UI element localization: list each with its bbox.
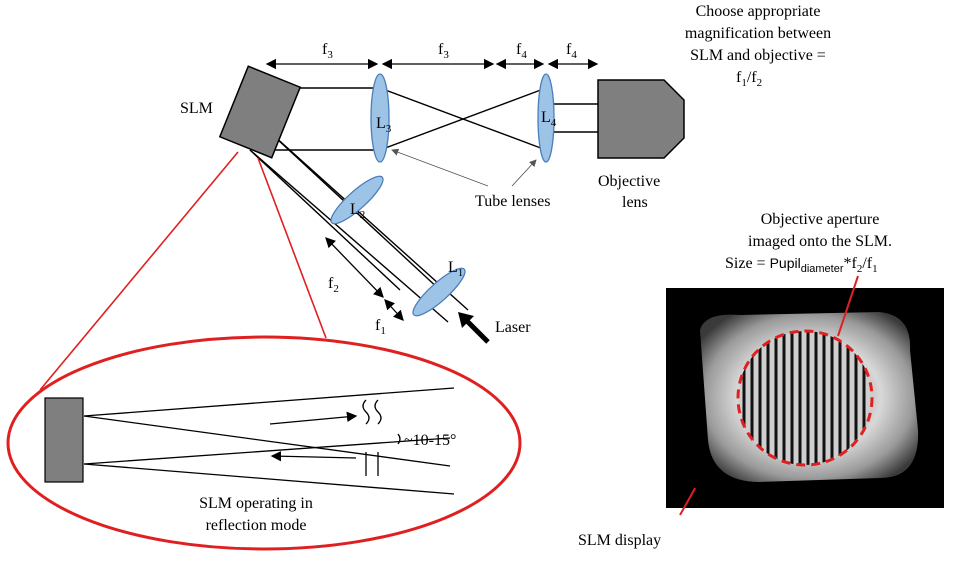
slm-device — [218, 65, 302, 159]
aperture-dashed-circle — [736, 329, 874, 467]
lens-label-l2: L2 — [350, 201, 365, 221]
slm-label: SLM — [180, 100, 213, 117]
inset-wavefront-curved-2 — [374, 399, 382, 425]
inset-wavefront-curved-1 — [362, 399, 370, 425]
laser-label: Laser — [495, 319, 531, 336]
inset-angle-label: ~10-15° — [404, 432, 456, 449]
lens-l3 — [370, 73, 390, 163]
magnification-line4: f1/f2 — [736, 69, 762, 89]
tube-lens-pointer-l3 — [391, 148, 489, 187]
dim-label-f1: f1 — [375, 317, 386, 337]
inset-angle-arc — [397, 433, 401, 445]
beam-cross-a — [249, 149, 401, 291]
magnification-line3: SLM and objective = — [690, 47, 826, 64]
aperture-line1: Objective aperture — [761, 211, 880, 228]
beam-paths — [249, 87, 598, 323]
objective-label-line1: Objective — [598, 173, 660, 190]
magnification-note: Choose appropriate magnification between… — [685, 3, 831, 89]
objective-lens-body — [597, 79, 685, 159]
inset-arrow-outgoing — [270, 451, 357, 462]
zoom-line-left — [39, 151, 239, 391]
laser-arrow-shaft — [464, 318, 490, 344]
lens-label-l4: L4 — [541, 109, 557, 129]
dim-label-f4-a: f4 — [516, 41, 527, 61]
dim-label-f4-b: f4 — [566, 41, 577, 61]
inset-beam-2 — [83, 463, 455, 495]
tube-lenses-label: Tube lenses — [475, 193, 550, 210]
beam-laser-upper — [262, 125, 469, 311]
inset-arrow-incoming — [269, 411, 358, 425]
inset-beam-1 — [83, 387, 455, 417]
lens-l1 — [412, 267, 466, 317]
slm-display-fringes — [738, 331, 872, 465]
magnification-line2: magnification between — [685, 25, 831, 42]
lenses — [330, 73, 555, 317]
dim-label-f2: f2 — [328, 275, 339, 295]
objective-label-line2: lens — [622, 194, 648, 211]
dim-label-f3-a: f3 — [322, 41, 333, 61]
beam-l3-l4-b — [379, 87, 547, 151]
tube-lens-pointer-l4 — [511, 159, 537, 187]
reflection-mode-line2: reflection mode — [206, 517, 307, 534]
lens-label-l1: L1 — [448, 259, 463, 279]
laser-arrow-head — [458, 312, 474, 328]
aperture-line3: Size = Pupildiameter*f2/f1 — [725, 255, 878, 275]
tube-lenses-pointers — [391, 148, 537, 187]
slm-display-image — [666, 288, 944, 508]
zoom-line-right — [257, 157, 327, 339]
slm-display-pointer — [679, 474, 703, 516]
inset-beams — [83, 387, 455, 495]
reflection-mode-line1: SLM operating in — [199, 495, 313, 512]
lens-l2 — [330, 175, 384, 225]
dim-label-f3-b: f3 — [438, 41, 449, 61]
aperture-pointer-line — [837, 275, 859, 337]
lens-label-l3: L3 — [376, 115, 392, 135]
beam-laser-lower — [249, 149, 449, 323]
aperture-line2: imaged onto the SLM. — [748, 233, 892, 250]
aperture-note: Objective aperture imaged onto the SLM. … — [725, 211, 892, 275]
inset-slm-device — [44, 397, 84, 483]
reflection-mode-inset — [6, 335, 522, 551]
slm-display-label: SLM display — [578, 532, 661, 549]
dim-arrow-f1 — [384, 299, 404, 321]
inset-beam-4 — [83, 437, 451, 465]
dimension-arrows — [265, 58, 599, 321]
magnification-line1: Choose appropriate — [696, 3, 821, 20]
lens-l4 — [537, 73, 555, 163]
inset-beam-3 — [83, 415, 451, 467]
dim-arrow-f2 — [325, 237, 384, 298]
